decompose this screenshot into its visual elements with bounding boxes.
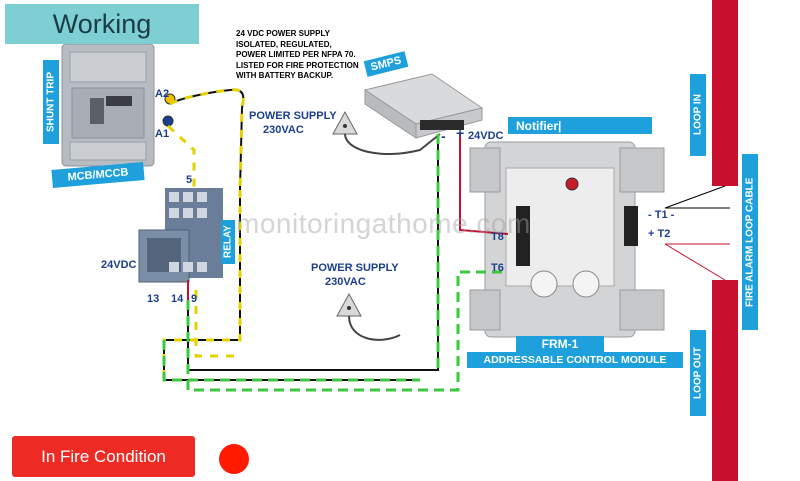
relay-24vdc-label: 24VDC	[101, 259, 137, 271]
watermark: monitoringathome.com	[236, 208, 531, 239]
shunt-trip-tag: SHUNT TRIP	[43, 60, 59, 144]
relay-tag: RELAY	[221, 220, 235, 264]
note-line: LISTED FOR FIRE PROTECTION	[236, 60, 359, 70]
mcb-breaker	[61, 43, 155, 167]
fire-condition-button[interactable]: In Fire Condition	[12, 436, 195, 477]
power-supply-note: 24 VDC POWER SUPPLY ISOLATED, REGULATED,…	[236, 29, 366, 82]
terminal-t1: - T1 -	[648, 209, 675, 221]
note-line: WITH BATTERY BACKUP.	[236, 71, 334, 80]
a2-label: A2	[155, 88, 170, 100]
acm-tag: ADDRESSABLE CONTROL MODULE	[467, 352, 683, 368]
status-indicator	[219, 444, 249, 474]
frm-tag: FRM-1	[516, 336, 604, 352]
frm-module	[469, 141, 665, 338]
relay-pin-9: 9	[191, 293, 198, 305]
loop-out-cable	[712, 280, 738, 481]
smps-24vdc-label: 24VDC	[468, 130, 504, 142]
relay-pin-13: 13	[147, 293, 160, 305]
smps-plus-label: +	[456, 125, 465, 141]
loop-in-cable	[712, 0, 738, 186]
smps-minus-label: -	[441, 128, 446, 144]
power-supply-2-voltage: 230VAC	[325, 276, 366, 288]
power-supply-1-voltage: 230VAC	[263, 124, 304, 136]
a1-label: A1	[155, 128, 170, 140]
plug-icon-2	[336, 292, 362, 317]
relay-pin-5: 5	[186, 174, 193, 186]
notifier-tag: Notifier|	[508, 117, 652, 134]
loop-out-tag: LOOP OUT	[690, 330, 706, 416]
relay-pin-14: 14	[171, 293, 184, 305]
note-line: 24 VDC POWER SUPPLY	[236, 29, 330, 38]
power-supply-1-label: POWER SUPPLY	[249, 110, 337, 122]
loop-cable-tag: FIRE ALARM LOOP CABLE	[742, 154, 758, 330]
smps-unit	[363, 73, 484, 139]
terminal-t2: + T2	[648, 228, 671, 240]
loop-in-tag: LOOP IN	[690, 74, 706, 156]
note-line: POWER LIMITED PER NFPA 70.	[236, 50, 356, 59]
power-supply-2-label: POWER SUPPLY	[311, 262, 399, 274]
status-label: Working	[5, 4, 199, 44]
note-line: ISOLATED, REGULATED,	[236, 39, 332, 49]
relay-device	[138, 188, 223, 283]
terminal-t6: T6	[491, 262, 504, 274]
terminal-t8: T8	[491, 231, 504, 243]
